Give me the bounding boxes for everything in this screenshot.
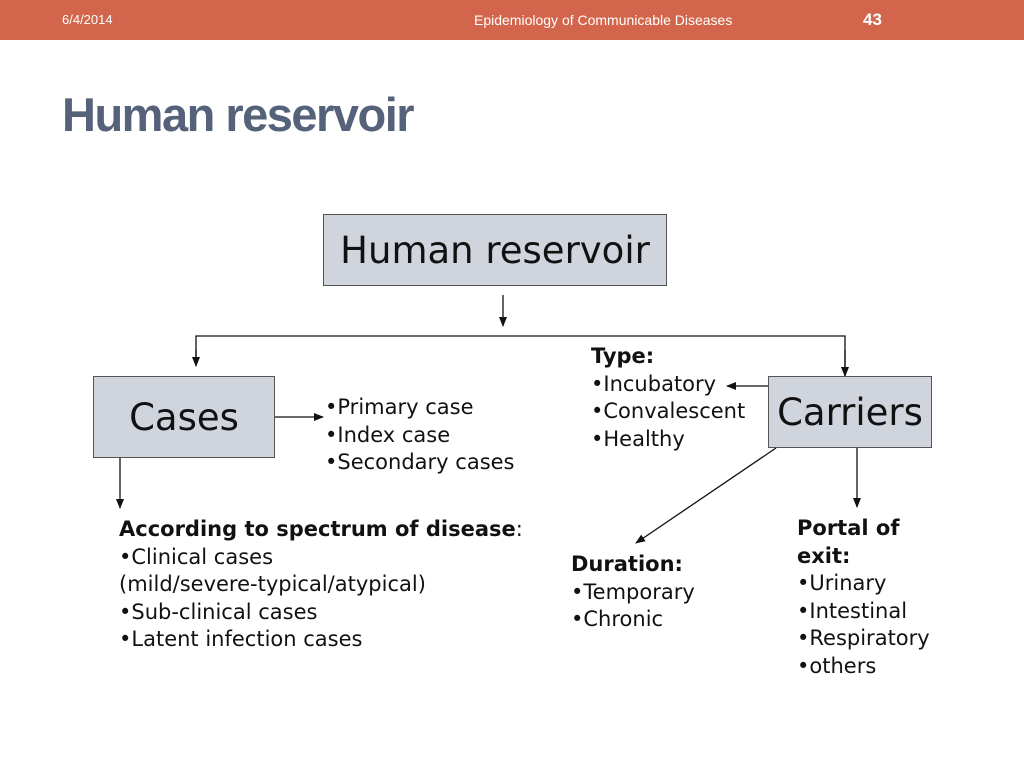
header-bar: 6/4/2014 Epidemiology of Communicable Di…: [0, 0, 1024, 40]
list-item: •Incubatory: [591, 371, 717, 396]
list-item: •Healthy: [591, 426, 685, 451]
list-item: •Latent infection cases: [119, 627, 363, 651]
list-item: •Temporary: [571, 579, 695, 604]
list-item: •Chronic: [571, 607, 664, 631]
portal-block: Portal of exit: •Urinary •Intestinal •Re…: [797, 515, 930, 680]
spectrum-colon: :: [515, 517, 523, 541]
carrier-type-heading: Type:: [591, 344, 655, 368]
split-connector: [195, 335, 846, 376]
root-node: Human reservoir: [323, 214, 667, 286]
portal-heading-line-1: Portal of: [797, 516, 900, 540]
list-item: •Respiratory: [797, 626, 930, 650]
list-item: •Convalescent: [591, 399, 746, 423]
list-item: •Primary case: [325, 395, 474, 419]
slide-date: 6/4/2014: [62, 12, 113, 27]
spectrum-block: According to spectrum of disease: •Clini…: [119, 516, 523, 654]
page-number: 43: [863, 10, 882, 29]
case-types-list: •Primary case •Index case •Secondary cas…: [325, 394, 515, 477]
carriers-node: Carriers: [768, 376, 932, 448]
list-item: •Urinary: [797, 571, 887, 595]
duration-block: Duration: •Temporary •Chronic: [571, 551, 695, 634]
course-title: Epidemiology of Communicable Diseases: [474, 12, 733, 28]
root-node-label: Human reservoir: [340, 228, 650, 272]
cases-node-label: Cases: [129, 395, 239, 439]
spectrum-heading: According to spectrum of disease: [119, 517, 516, 541]
list-item: •Intestinal: [797, 598, 908, 623]
carrier-type-block: Type: •Incubatory •Convalescent •Healthy: [591, 343, 745, 453]
list-item: •others: [797, 653, 877, 678]
list-item: •Secondary cases: [325, 450, 515, 474]
list-item: •Index case: [325, 422, 451, 447]
duration-heading: Duration:: [571, 552, 683, 576]
portal-heading-line-2: exit:: [797, 543, 851, 568]
carriers-node-label: Carriers: [777, 390, 923, 434]
carriers-duration-arrow: [635, 447, 777, 544]
cases-node: Cases: [93, 376, 275, 458]
list-item: (mild/severe-typical/atypical): [119, 572, 426, 596]
list-item: •Clinical cases: [119, 544, 274, 569]
slide-title: Human reservoir: [62, 88, 415, 141]
list-item: •Sub-clinical cases: [119, 599, 318, 624]
